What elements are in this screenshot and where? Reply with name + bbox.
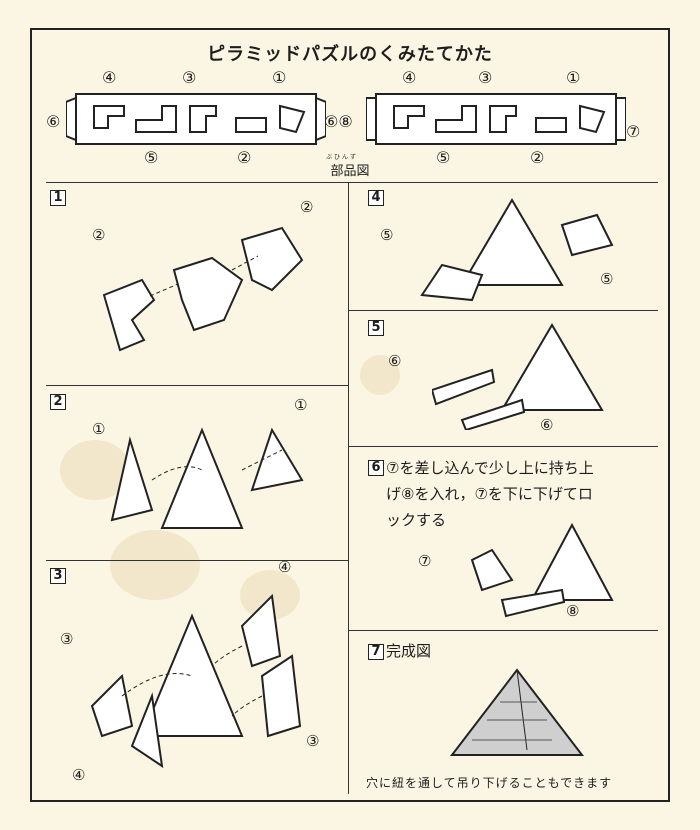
parts-sprue-right: [366, 93, 626, 145]
part-label: ⑥: [388, 352, 402, 370]
part-label: ①: [272, 68, 287, 87]
part-label: ⑥: [540, 416, 554, 434]
part-label: ⑥: [46, 112, 61, 131]
step-number: 7: [368, 644, 384, 660]
part-label: ⑤: [600, 270, 614, 288]
section-divider: [46, 385, 348, 386]
step6-text: ⑦を差し込んで少し上に持ち上: [386, 459, 594, 477]
part-label: ②: [300, 198, 314, 216]
section-divider: [46, 560, 348, 561]
part-label: ②: [237, 148, 252, 167]
step-number: 3: [50, 568, 66, 584]
step4-illustration: [420, 198, 614, 302]
step6-illustration: [470, 522, 614, 618]
part-label: ⑦: [418, 552, 432, 570]
parts-sprue-left: [66, 93, 326, 145]
step7-caption: 完成図: [386, 642, 432, 660]
part-label: ⑥⑧: [324, 112, 353, 131]
part-label: ①: [92, 420, 106, 438]
part-label: ④: [278, 558, 292, 576]
part-label: ④: [102, 68, 117, 87]
instruction-sheet: ピラミッドパズルのくみたてかた ④ ③ ① ⑥ ⑥⑧ ⑤ ② ④ ③ ① ⑦ ⑤…: [30, 28, 670, 802]
step-number: 2: [50, 394, 66, 410]
part-label: ③: [306, 732, 320, 750]
section-divider: [348, 630, 658, 631]
caption-ruby: ぶひんず: [326, 154, 359, 161]
step6-text: げ⑧を入れ，⑦を下に下げてロ: [386, 485, 593, 503]
step2-illustration: [110, 427, 304, 529]
step-number: 5: [368, 320, 384, 336]
parts-caption: 部品図: [330, 164, 370, 179]
part-label: ③: [182, 68, 197, 87]
column-divider: [348, 182, 349, 794]
sheet-title: ピラミッドパズルのくみたてかた: [207, 44, 493, 65]
step6-instructions: ⑦を差し込んで少し上に持ち上 げ⑧を入れ，⑦を下に下げてロ ックする: [386, 455, 676, 533]
step1-illustration: [102, 226, 304, 352]
step-number: 6: [368, 460, 384, 476]
part-label: ①: [294, 396, 308, 414]
step5-illustration: [432, 323, 604, 430]
section-divider: [348, 310, 658, 311]
section-divider: [46, 182, 658, 183]
step-number: 1: [50, 190, 66, 206]
part-label: ③: [478, 68, 493, 87]
section-divider: [348, 446, 658, 447]
part-label: ⑧: [566, 602, 580, 620]
part-label: ⑤: [144, 148, 159, 167]
part-label: ⑤: [380, 226, 394, 244]
part-label: ③: [60, 630, 74, 648]
part-label: ⑤: [436, 148, 451, 167]
step3-illustration: [90, 593, 302, 769]
part-label: ②: [530, 148, 545, 167]
part-label: ⑦: [626, 122, 641, 141]
part-label: ①: [566, 68, 581, 87]
part-label: ④: [72, 766, 86, 784]
step6-text: ックする: [386, 511, 447, 529]
completed-pyramid: [449, 668, 585, 756]
step7-note: 穴に紐を通して吊り下げることもできます: [366, 776, 613, 790]
step-number: 4: [368, 190, 384, 206]
part-label: ④: [402, 68, 417, 87]
part-label: ②: [92, 226, 106, 244]
